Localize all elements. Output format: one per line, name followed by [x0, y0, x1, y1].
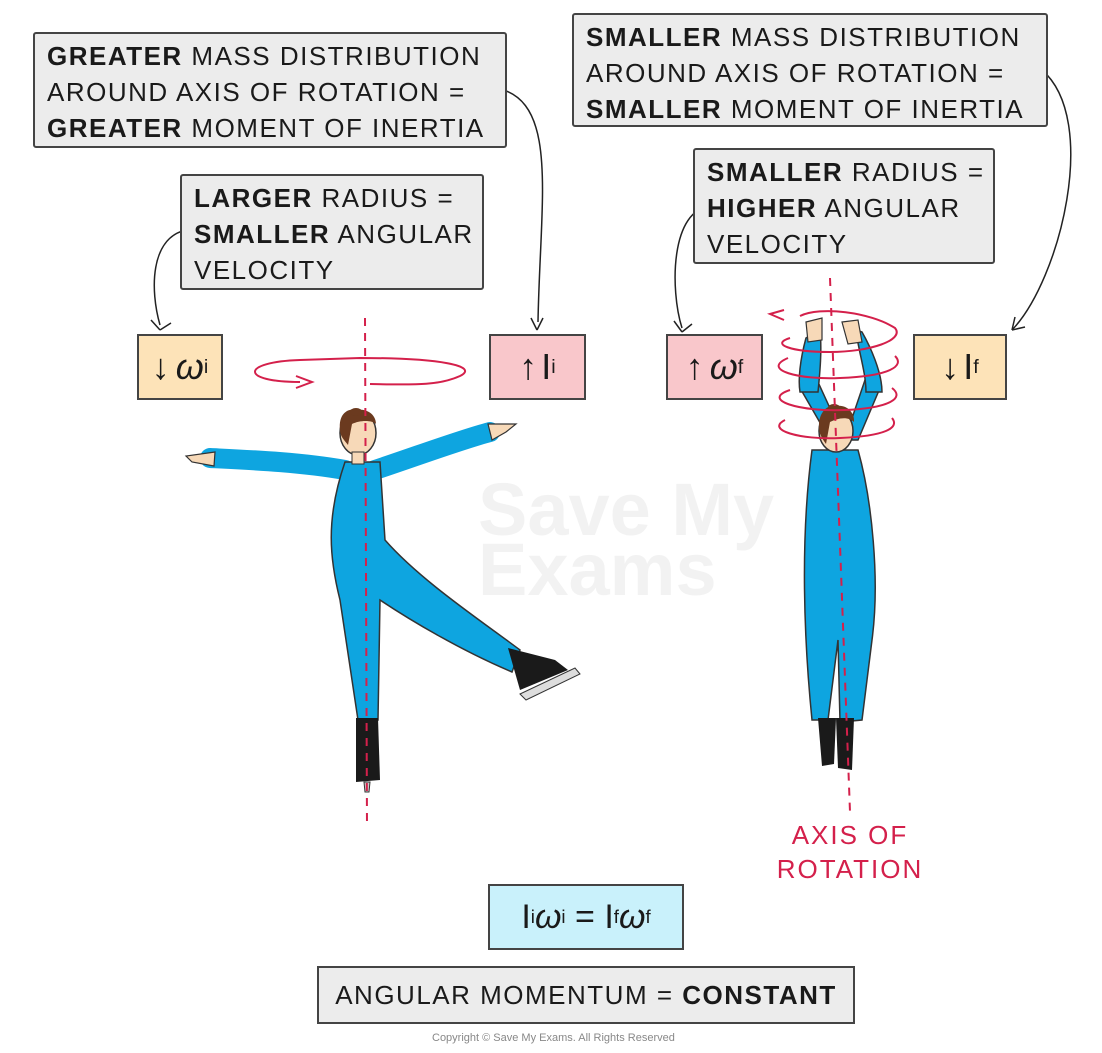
left-axis-of-rotation: [364, 317, 368, 829]
right-skater-body: [803, 449, 876, 723]
rotation-arrow-right: [767, 309, 899, 440]
svg-text:Exams: Exams: [478, 528, 717, 611]
left-skater-blade: [519, 667, 581, 701]
skater-left: [184, 408, 581, 793]
larger-radius-box: LARGER RADIUS = SMALLER ANGULAR VELOCITY: [180, 174, 484, 290]
rotation-arrow-left: [254, 356, 467, 389]
smaller-moi-box: SMALLER MASS DISTRIBUTION AROUND AXIS OF…: [572, 13, 1048, 127]
smaller-radius-box: SMALLER RADIUS = HIGHER ANGULAR VELOCITY: [693, 148, 995, 264]
arrow-smaller-moi-to-I-f: [1011, 69, 1072, 331]
left-skater-skate: [508, 648, 568, 690]
arrow-larger-radius-to-omega-i: [153, 229, 187, 326]
left-skater-hair: [339, 409, 376, 445]
skater-right: [798, 317, 883, 770]
greater-moi-box: GREATER MASS DISTRIBUTION AROUND AXIS OF…: [33, 32, 507, 148]
right-skater-hand: [805, 317, 823, 343]
left-skater-hand: [184, 451, 216, 467]
right-skater-skate: [836, 718, 854, 770]
left-skater-body: [330, 461, 521, 721]
left-skater-arm: [200, 448, 355, 480]
svg-text:Save My: Save My: [478, 468, 774, 551]
axis-of-rotation-label: AXIS OF ROTATION: [776, 820, 924, 884]
left-skater-arm: [365, 422, 500, 480]
watermark: Save My Exams: [478, 468, 774, 611]
leader-arrows: [150, 69, 1072, 333]
left-skater-hand: [487, 423, 518, 441]
right-skater-hair: [818, 405, 855, 444]
arrow-greater-moi-to-I-i: [495, 87, 544, 323]
left-skater-skate: [356, 718, 380, 782]
right-skater-hand: [841, 319, 863, 345]
right-skater-skate: [818, 718, 836, 766]
conclusion-box: ANGULAR MOMENTUM = CONSTANT: [317, 966, 855, 1024]
copyright-notice: Copyright © Save My Exams. All Rights Re…: [432, 1032, 675, 1044]
